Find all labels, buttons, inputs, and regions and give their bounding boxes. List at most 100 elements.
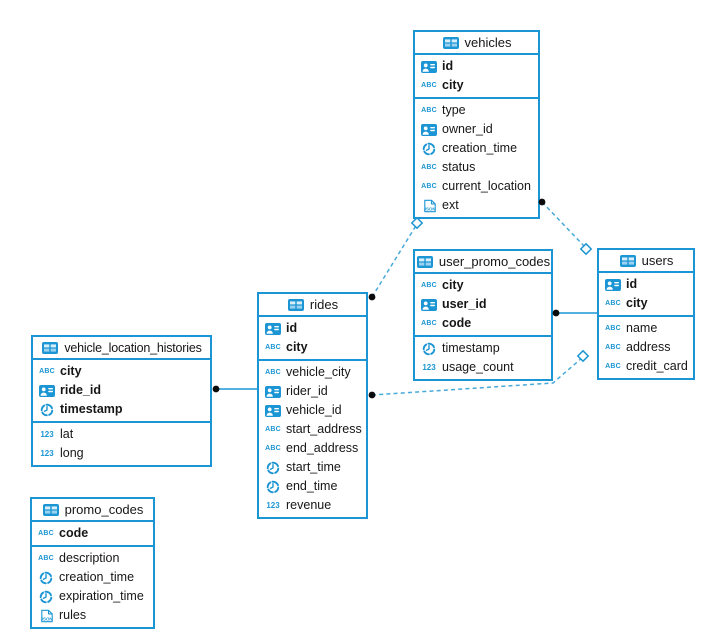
table-title: promo_codes [64,502,144,517]
field-name: start_time [286,460,341,475]
cardinality-diamond-marker [410,216,424,230]
field-name: rider_id [286,384,328,399]
field-name: description [59,551,120,566]
table-header[interactable]: promo_codes [32,499,153,522]
table-title: vehicles [464,35,512,50]
time-type-icon [37,590,55,604]
fields-section: timestamp 123 usage_count [415,337,551,379]
time-type-icon [37,571,55,585]
field-row[interactable]: end_time [259,477,366,496]
json-type-icon: JSON [420,199,438,213]
table-header[interactable]: vehicle_location_histories [33,337,210,360]
field-row[interactable]: timestamp [33,400,210,419]
text-type-icon: ABC [39,368,55,375]
text-type-icon: ABC [421,164,437,171]
field-row[interactable]: id [599,275,693,294]
text-type-icon: ABC [421,107,437,114]
text-type-icon: ABC [38,555,54,562]
field-name: timestamp [60,402,123,417]
text-type-icon: ABC [421,282,437,289]
cardinality-dot-marker [368,391,376,399]
field-row[interactable]: id [415,57,538,76]
field-name: id [286,321,298,336]
field-row[interactable]: user_id [415,295,551,314]
text-type-icon: ABC [605,325,621,332]
field-name: vehicle_id [286,403,342,418]
cardinality-dot-marker [368,293,376,301]
json-type-icon: JSON [37,609,55,623]
field-row[interactable]: owner_id [415,120,538,139]
field-name: lat [60,427,74,442]
text-type-icon: ABC [421,183,437,190]
number-type-icon: 123 [266,501,280,510]
number-type-icon: 123 [422,363,436,372]
field-row[interactable]: timestamp [415,339,551,358]
time-type-icon [38,403,56,417]
table-icon [619,254,637,268]
field-name: user_id [442,297,487,312]
field-row[interactable]: id [259,319,366,338]
field-row[interactable]: start_time [259,458,366,477]
field-row[interactable]: 123 usage_count [415,358,551,377]
field-name: usage_count [442,360,514,375]
field-row[interactable]: ABC description [32,549,153,568]
field-row[interactable]: creation_time [415,139,538,158]
time-type-icon [264,461,282,475]
relationship-line [541,201,586,248]
field-name: end_address [286,441,359,456]
field-row[interactable]: vehicle_id [259,401,366,420]
field-row[interactable]: expiration_time [32,587,153,606]
table-title: rides [309,297,339,312]
field-row[interactable]: creation_time [32,568,153,587]
field-row[interactable]: ride_id [33,381,210,400]
table-icon [41,341,59,355]
time-type-icon [420,342,438,356]
cardinality-dot-marker [212,385,220,393]
time-type-icon [420,142,438,156]
table-icon [42,503,60,517]
text-type-icon: ABC [421,82,437,89]
table-header[interactable]: user_promo_codes [415,251,551,274]
number-type-icon: 123 [40,449,54,458]
field-name: expiration_time [59,589,144,604]
text-type-icon: ABC [265,426,281,433]
relationship-vehicle_location_histories-rides[interactable] [212,385,257,393]
relationship-user_promo_codes-users[interactable] [552,309,597,317]
table-header[interactable]: vehicles [415,32,538,55]
table-header[interactable]: users [599,250,693,273]
field-name: ride_id [60,383,101,398]
table-header[interactable]: rides [259,294,366,317]
field-row[interactable]: rider_id [259,382,366,401]
relationship-vehicles-users[interactable] [538,198,593,256]
